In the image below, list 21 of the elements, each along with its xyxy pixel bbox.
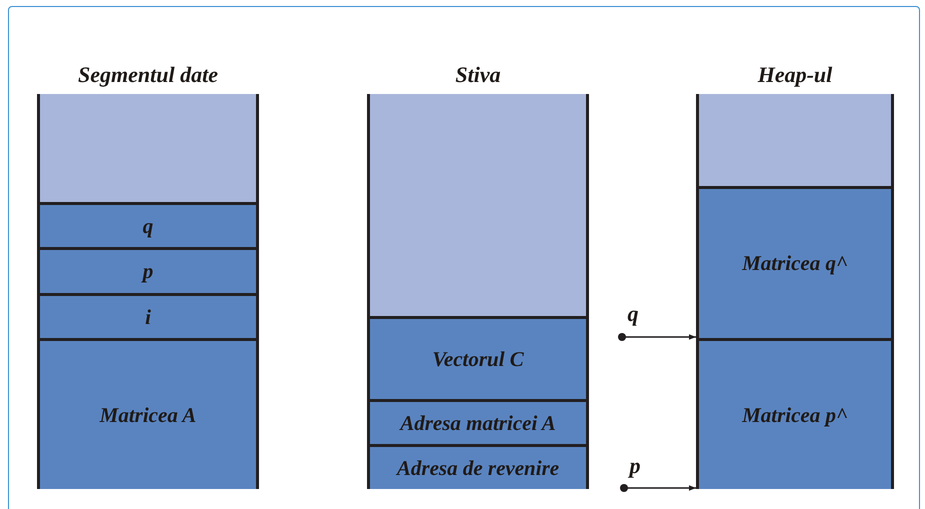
- empty-block: [699, 94, 891, 186]
- block-label: Adresa de revenire: [396, 458, 560, 478]
- block-label: Matricea p^: [742, 404, 848, 426]
- block-label: i: [145, 306, 151, 328]
- memory-block: [370, 444, 586, 489]
- block-label: q: [142, 216, 154, 236]
- column-title: Heap-ul: [756, 61, 834, 89]
- memory-block: [40, 338, 256, 489]
- block-label: Matricea A: [100, 404, 196, 426]
- empty-block: [40, 94, 256, 202]
- pointer-arrow: [618, 333, 696, 341]
- column-title: Segmentul date: [77, 61, 219, 89]
- memory-block: [699, 338, 891, 489]
- column-title: Stiva: [454, 61, 502, 89]
- block-label: Vectorul C: [432, 348, 524, 370]
- pointer-label: q: [624, 300, 642, 328]
- pointer-arrow: [620, 484, 696, 492]
- block-label: p: [142, 261, 154, 282]
- block-label: Matricea q^: [742, 253, 848, 274]
- block-label: Adresa matricei A: [400, 412, 556, 434]
- pointer-label: p: [626, 452, 644, 480]
